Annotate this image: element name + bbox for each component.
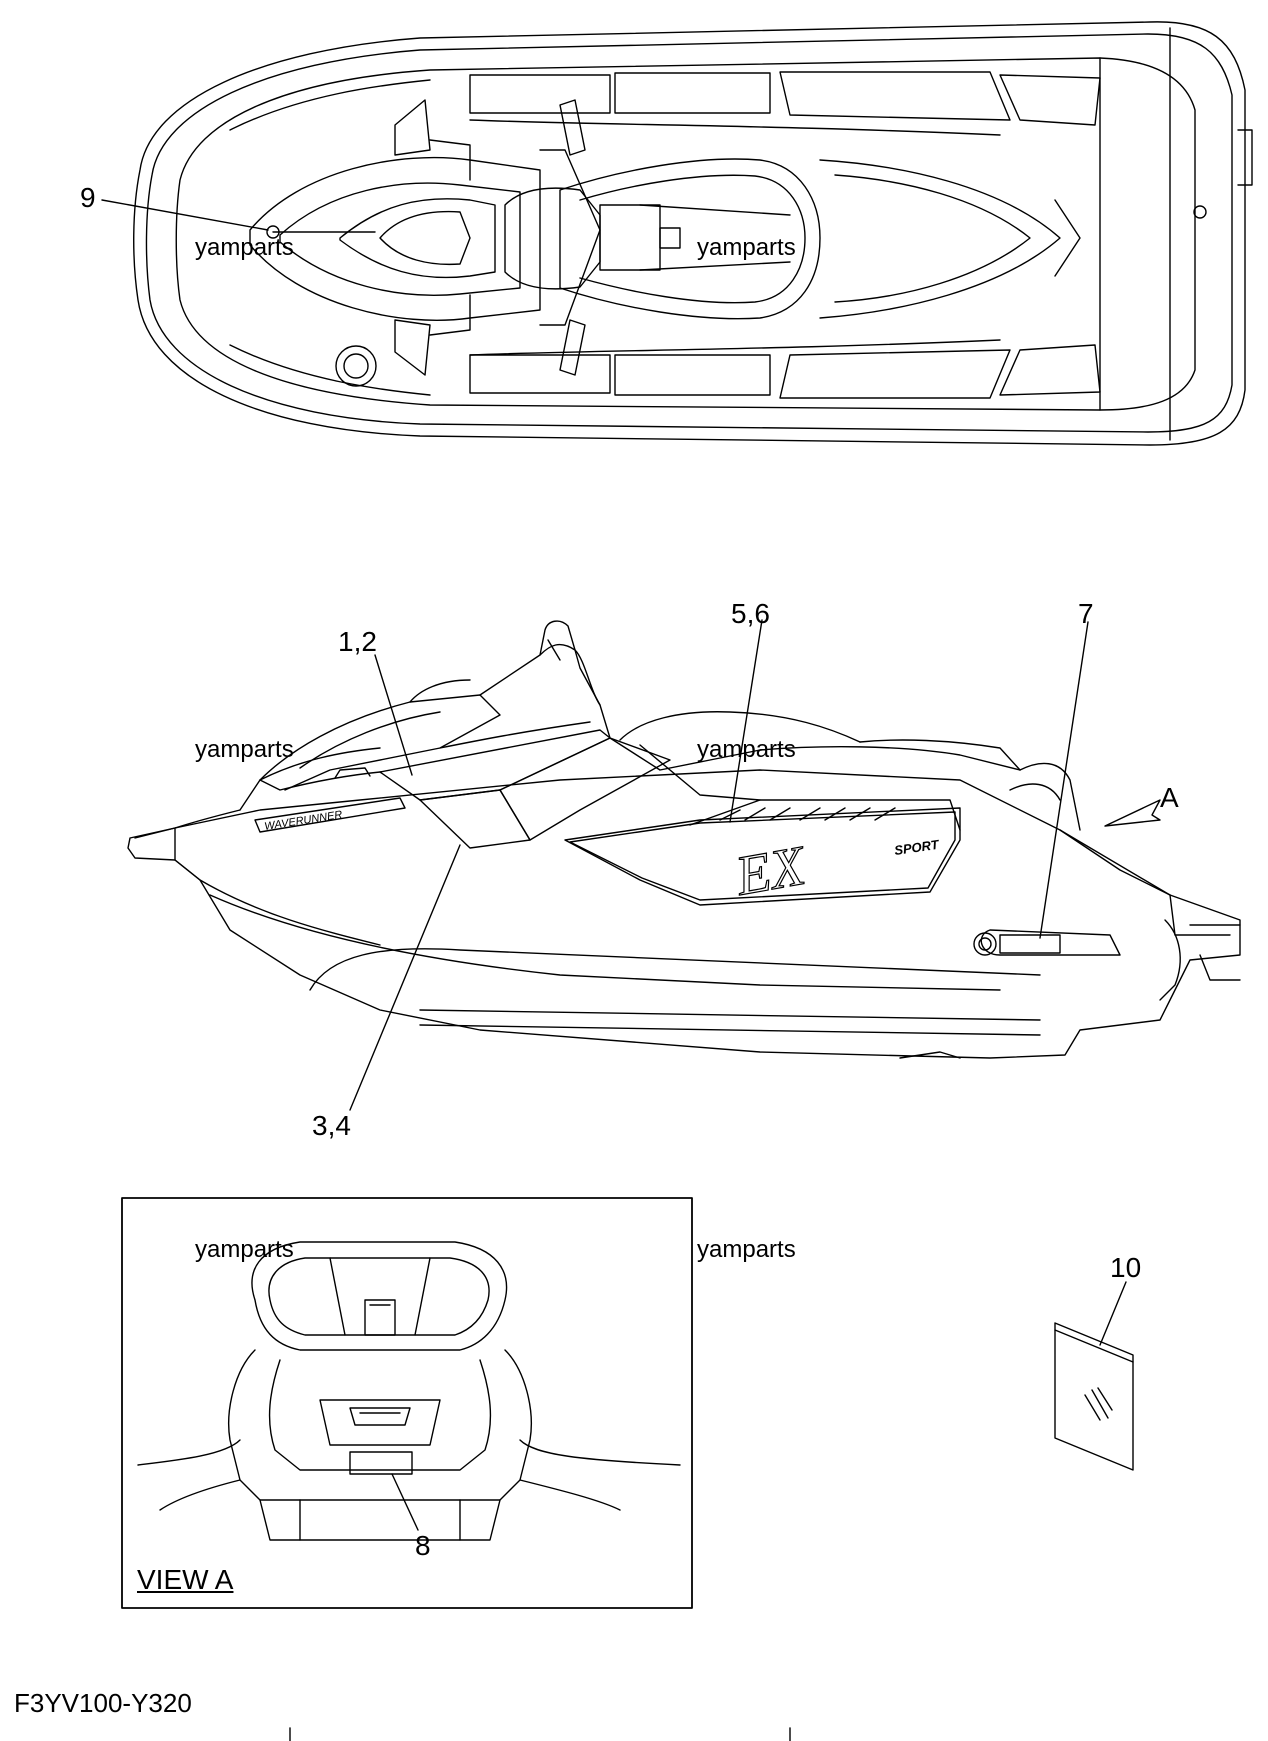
yamaha-rear-badge-box: [350, 1452, 412, 1474]
item-10-sheet: [1055, 1323, 1133, 1470]
watermark-6: yamparts: [697, 1236, 796, 1263]
watermark-1: yamparts: [195, 234, 294, 261]
leader-9: [102, 200, 268, 230]
view-a-arrow: [1105, 800, 1160, 826]
watermark-5: yamparts: [195, 1236, 294, 1263]
callout-7: 7: [1078, 598, 1094, 629]
callout-1-2: 1,2: [338, 626, 377, 657]
view-a-label: VIEW A: [137, 1564, 234, 1595]
leader-5-6: [730, 620, 762, 822]
rear-view-watercraft: [138, 1242, 680, 1540]
sport-decal-text: SPORT: [893, 837, 940, 858]
callout-8: 8: [415, 1530, 431, 1561]
yamaha-side-badge-box: [1000, 935, 1060, 953]
watermark-3: yamparts: [195, 736, 294, 763]
ex-decal-text: EX: [731, 834, 813, 908]
leader-1-2: [375, 655, 412, 775]
leader-3-4: [350, 845, 460, 1110]
watermark-2: yamparts: [697, 234, 796, 261]
side-view-watercraft: [128, 621, 1240, 1058]
view-a-frame: [122, 1198, 692, 1608]
leader-10: [1100, 1282, 1126, 1345]
callout-10: 10: [1110, 1252, 1142, 1283]
diagram-code: F3YV100-Y320: [14, 1688, 192, 1718]
top-view-watercraft: [134, 22, 1252, 445]
callout-9: 9: [80, 182, 96, 213]
callout-a: A: [1160, 782, 1179, 813]
leader-8: [392, 1474, 418, 1530]
callout-5-6: 5,6: [731, 598, 770, 629]
watermark-4: yamparts: [697, 736, 796, 763]
leader-7: [1040, 622, 1088, 938]
callout-3-4: 3,4: [312, 1110, 351, 1141]
